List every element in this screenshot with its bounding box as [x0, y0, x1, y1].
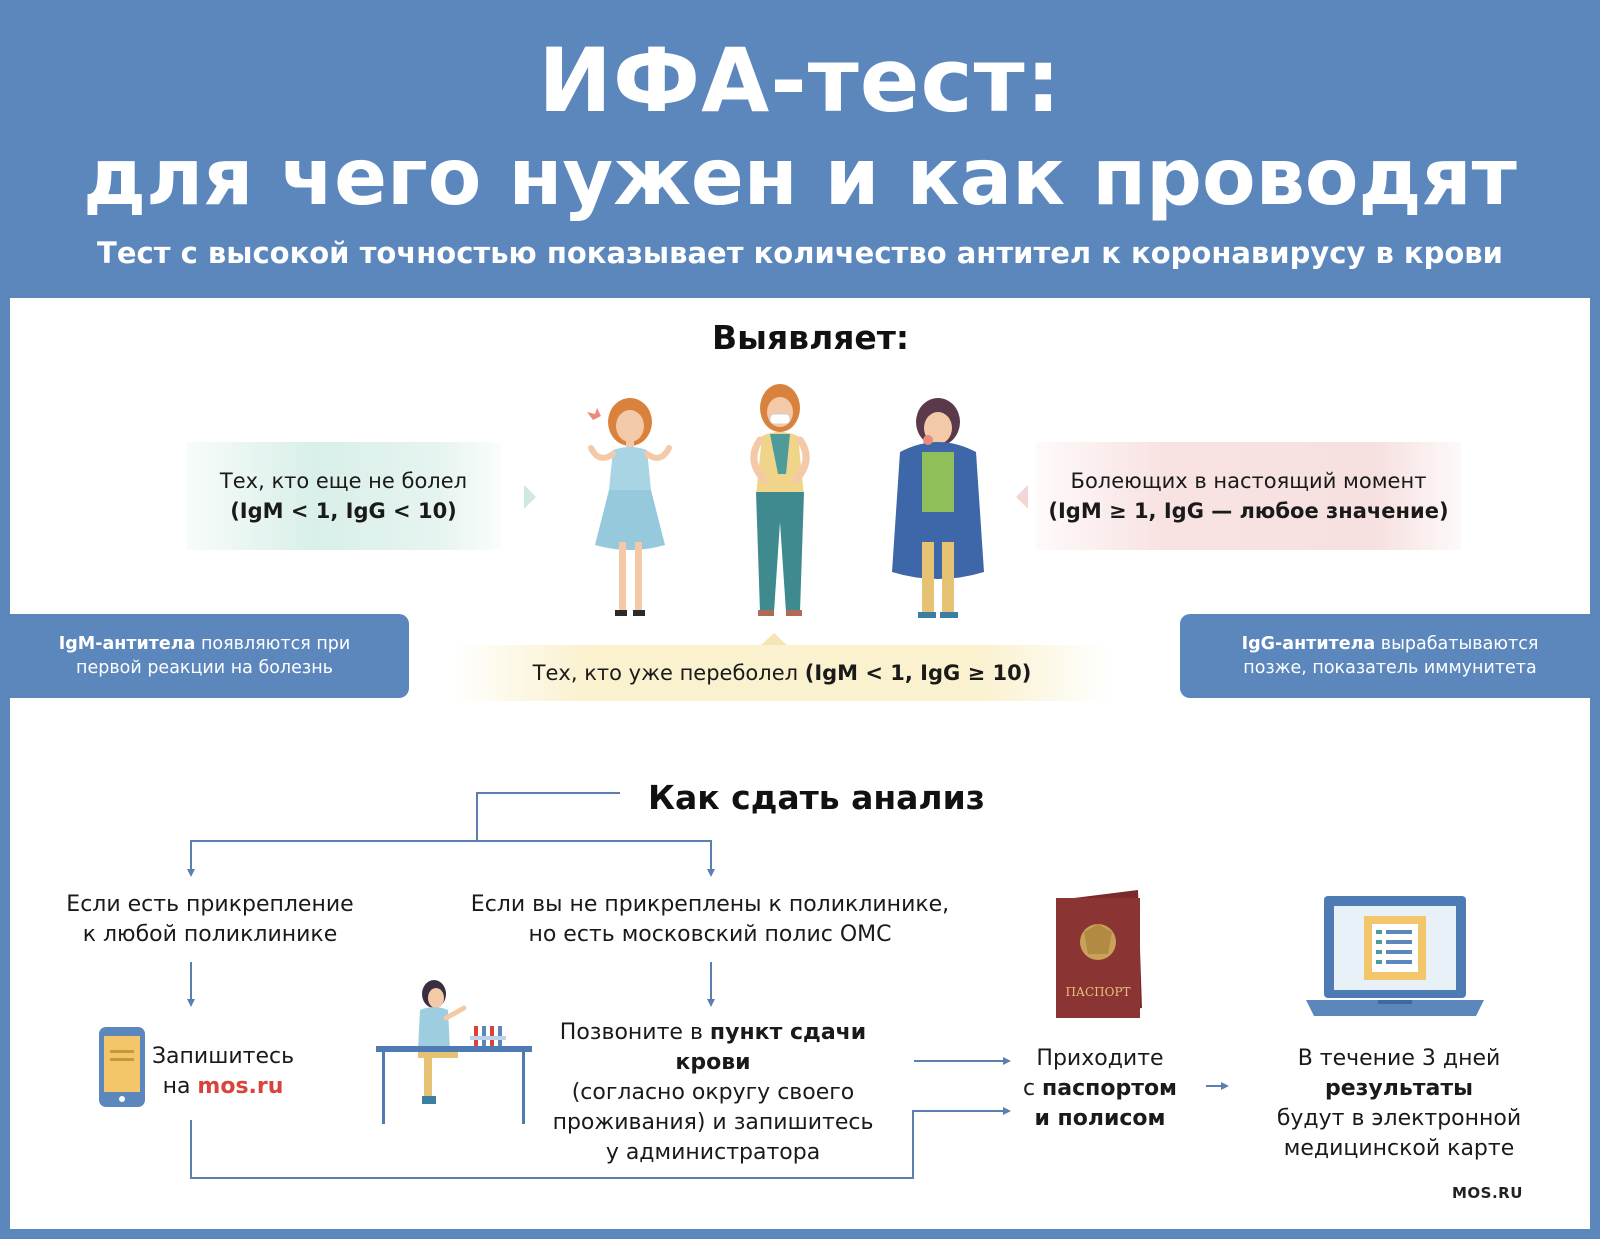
- policy-word: и полисом: [1034, 1106, 1166, 1131]
- igm-desc-1: появляются при: [195, 634, 351, 654]
- branch-not-attached-line1: Если вы не прикреплены к поликлинике,: [470, 892, 950, 917]
- arrow-down-icon: [187, 869, 195, 877]
- frame-right: [1590, 298, 1600, 614]
- igm-info-box: IgM-антитела появляются при первой реакц…: [0, 614, 409, 698]
- come-text: Приходите с паспортом и полисом: [1020, 1044, 1180, 1134]
- arrow-green-icon: [524, 485, 536, 509]
- igg-desc-2: позже, показатель иммунитета: [1243, 658, 1537, 678]
- smartphone-icon: [99, 1027, 145, 1107]
- frame-right-lower: [1590, 698, 1600, 1239]
- subtitle: Тест с высокой точностью показывает коли…: [97, 236, 1503, 270]
- come-prefix: с: [1022, 1076, 1043, 1101]
- connector: [710, 962, 712, 1000]
- connector: [476, 792, 478, 842]
- passport-icon: ПАСПОРТ: [1056, 890, 1142, 1018]
- branch-not-attached-text: Если вы не прикреплены к поликлинике, но…: [460, 890, 960, 950]
- connector: [190, 840, 712, 842]
- frame-left: [0, 298, 10, 614]
- connector: [912, 1110, 914, 1179]
- come-line1: Приходите: [1036, 1046, 1164, 1071]
- arrow-down-icon: [187, 999, 195, 1007]
- not-sick-values: (IgM < 1, IgG < 10): [230, 499, 457, 523]
- branch-attached-line1: Если есть прикрепление: [66, 892, 354, 917]
- results-line2: будут в электронной: [1276, 1106, 1522, 1131]
- sick-woman-illustration: [892, 398, 984, 618]
- recovered-label: Тех, кто уже переболел: [532, 661, 805, 685]
- arrow-right-icon: [1003, 1107, 1011, 1115]
- blood-point-label: пункт сдачи крови: [675, 1020, 867, 1075]
- laptop-icon: [1306, 896, 1484, 1016]
- call-line2: (согласно округу своего: [571, 1080, 855, 1105]
- connector: [190, 840, 192, 870]
- how-title: Как сдать анализ: [648, 778, 985, 817]
- passport-word: паспортом: [1042, 1076, 1178, 1101]
- arrow-pink-icon: [1016, 485, 1028, 509]
- healthy-woman-illustration: [587, 398, 672, 616]
- recovered-box: Тех, кто уже переболел (IgM < 1, IgG ≥ 1…: [452, 645, 1112, 701]
- connector: [914, 1060, 1004, 1062]
- header-banner: ИФА-тест: для чего нужен и как проводят …: [0, 0, 1600, 298]
- connector: [190, 1120, 192, 1178]
- call-line3: проживания) и запишитесь: [552, 1110, 874, 1135]
- igm-desc-2: первой реакции на болезнь: [76, 658, 333, 678]
- recovered-woman-illustration: [750, 384, 810, 616]
- results-prefix: В течение 3 дней: [1297, 1046, 1501, 1071]
- title-line-1: ИФА-тест:: [538, 29, 1062, 132]
- results-word: результаты: [1324, 1076, 1474, 1101]
- igg-desc-1: вырабатываются: [1375, 634, 1539, 654]
- recovered-values: (IgM < 1, IgG ≥ 10): [804, 661, 1032, 685]
- frame-bottom: [0, 1229, 1600, 1239]
- igg-info-box: IgG-антитела вырабатываются позже, показ…: [1180, 614, 1600, 698]
- sick-now-values: (IgM ≥ 1, IgG — любое значение): [1048, 499, 1449, 523]
- connector: [476, 792, 620, 794]
- call-prefix: Позвоните в: [559, 1020, 710, 1045]
- mos-ru-logo: MOS.RU: [1452, 1184, 1523, 1202]
- sick-now-label: Болеющих в настоящий момент: [1070, 469, 1427, 493]
- arrow-right-icon: [1003, 1057, 1011, 1065]
- signup-prefix: на: [162, 1074, 198, 1099]
- title-line-2: для чего нужен и как проводят: [83, 133, 1517, 223]
- results-text: В течение 3 дней результаты будут в элек…: [1234, 1044, 1564, 1164]
- connector: [1206, 1085, 1222, 1087]
- branch-attached-line2: к любой поликлинике: [82, 922, 338, 947]
- connector: [190, 1177, 914, 1179]
- passport-label: ПАСПОРТ: [1065, 985, 1130, 999]
- lab-worker-illustration: [376, 980, 532, 1124]
- results-line3: медицинской карте: [1283, 1136, 1515, 1161]
- igm-term: IgM-антитела: [58, 634, 196, 654]
- call-line4: у администратора: [605, 1140, 821, 1165]
- igg-term: IgG-антитела: [1241, 634, 1376, 654]
- arrow-right-icon: [1221, 1082, 1229, 1090]
- detects-title: Выявляет:: [712, 318, 910, 357]
- not-sick-box: Тех, кто еще не болел (IgM < 1, IgG < 10…: [186, 442, 501, 550]
- mos-ru-link[interactable]: mos.ru: [197, 1074, 284, 1099]
- sick-now-box: Болеющих в настоящий момент (IgM ≥ 1, Ig…: [1036, 442, 1461, 550]
- arrow-yellow-icon: [761, 633, 787, 645]
- signup-text: Запишитесь на mos.ru: [148, 1042, 298, 1102]
- frame-left-lower: [0, 698, 10, 1239]
- arrow-down-icon: [707, 999, 715, 1007]
- branch-not-attached-line2: но есть московский полис ОМС: [528, 922, 892, 947]
- signup-line1: Запишитесь: [151, 1044, 295, 1069]
- not-sick-label: Тех, кто еще не болел: [219, 469, 468, 493]
- arrow-down-icon: [707, 869, 715, 877]
- branch-attached-text: Если есть прикрепление к любой поликлини…: [60, 890, 360, 950]
- connector: [190, 962, 192, 1000]
- connector: [710, 840, 712, 870]
- call-text: Позвоните в пункт сдачи крови (согласно …: [538, 1018, 888, 1168]
- connector: [912, 1110, 1004, 1112]
